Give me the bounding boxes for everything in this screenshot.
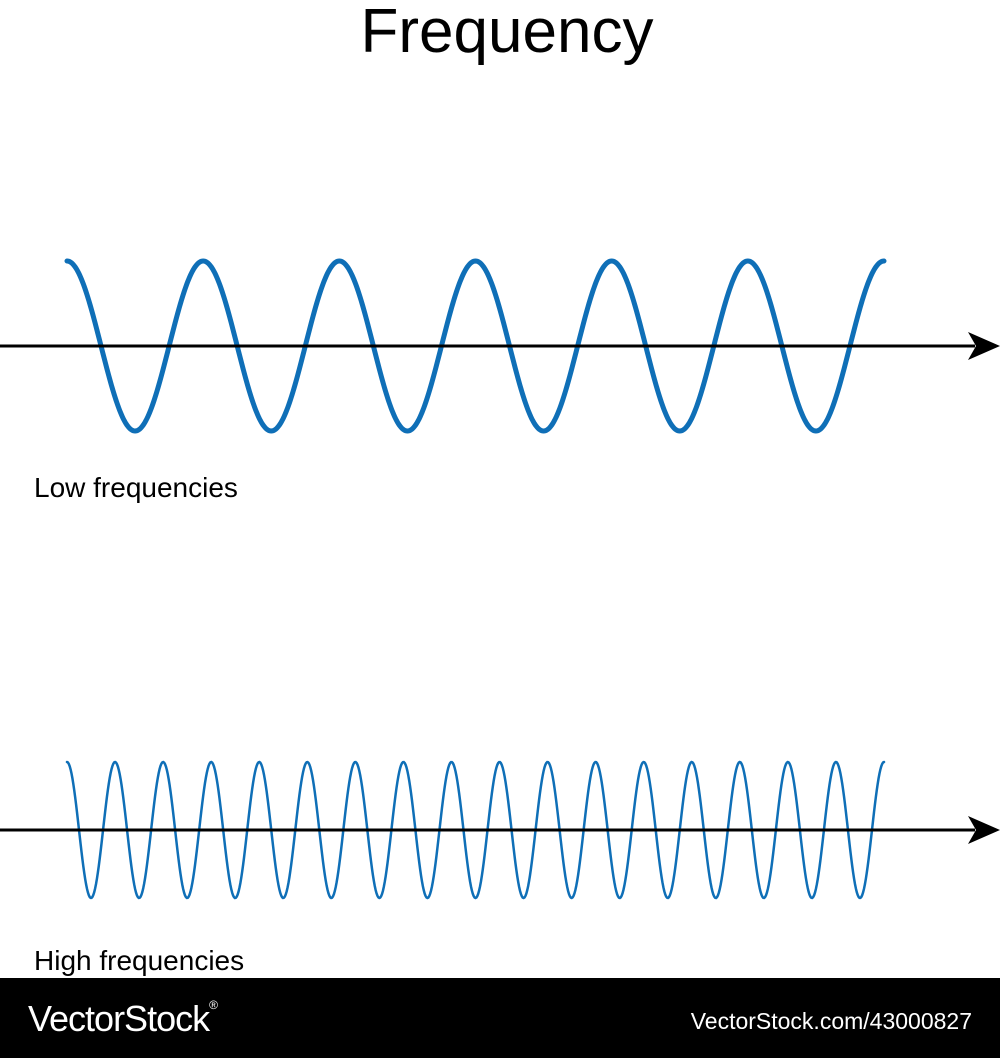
low-frequency-axis-arrowhead: [968, 332, 1000, 360]
image-id: VectorStock.com/43000827: [690, 1008, 972, 1034]
diagram-title: Frequency: [361, 0, 654, 66]
frequency-diagram: Frequency Low frequencies High frequenci…: [0, 0, 1000, 976]
high-frequency-panel: High frequencies: [0, 760, 1000, 976]
registered-mark: ®: [209, 998, 218, 1012]
high-frequency-wave: [65, 760, 886, 900]
watermark-footer: VectorStock® VectorStock.com/43000827: [0, 978, 1000, 1058]
high-frequency-label: High frequencies: [34, 945, 244, 976]
brand-name: VectorStock: [28, 998, 210, 1039]
low-frequency-label: Low frequencies: [34, 472, 238, 503]
vectorstock-logo: VectorStock®: [28, 998, 218, 1040]
low-frequency-wave: [64, 258, 887, 434]
low-frequency-panel: Low frequencies: [0, 258, 1000, 503]
high-frequency-axis-arrowhead: [968, 816, 1000, 844]
